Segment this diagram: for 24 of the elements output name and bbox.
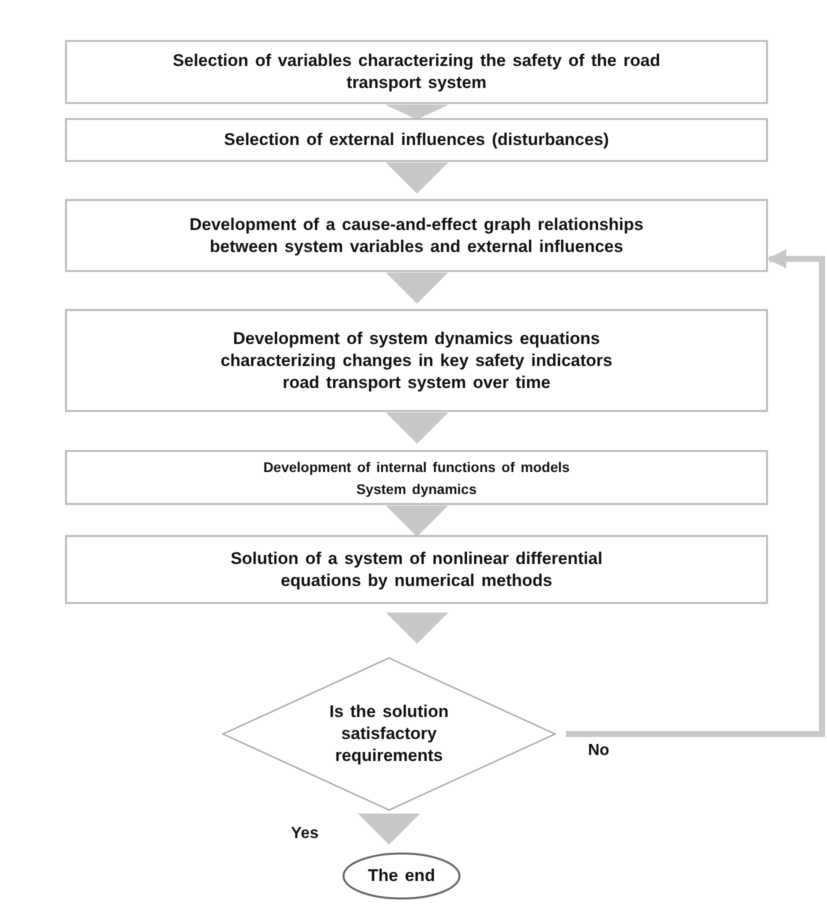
node-text: Selection of variables characterizing the safety of the road transport system xyxy=(172,50,662,94)
process-box xyxy=(65,199,768,272)
process-box xyxy=(65,118,768,162)
chevron-arrow xyxy=(386,104,448,120)
node-text: Development of internal functions of models System dynamics xyxy=(262,458,571,499)
node-text: Is the solution satisfactory requirements xyxy=(328,701,450,767)
chevron-arrow xyxy=(386,506,448,537)
terminal-oval xyxy=(342,852,461,900)
chevron-arrow xyxy=(358,814,420,845)
node-text: Solution of a system of nonlinear differential equations by numerical methods xyxy=(230,548,604,592)
process-box xyxy=(65,40,768,104)
decision-diamond xyxy=(222,657,556,811)
process-box xyxy=(65,535,768,604)
process-box xyxy=(65,450,768,505)
chevron-arrow xyxy=(386,612,448,644)
chevron-arrow xyxy=(386,412,448,444)
node-text: Selection of external influences (disturbances) xyxy=(224,129,609,151)
node-text: The end xyxy=(368,865,436,887)
process-box xyxy=(65,309,768,412)
node-text: Development of a cause-and-effect graph relationships between system variables and external influences xyxy=(188,214,644,258)
chevron-arrow xyxy=(386,162,448,194)
feedback-arrow xyxy=(566,249,825,737)
chevron-arrow xyxy=(386,272,448,304)
node-text: Development of system dynamics equations characterizing changes in key safety indicators road transport system over time xyxy=(220,328,614,394)
